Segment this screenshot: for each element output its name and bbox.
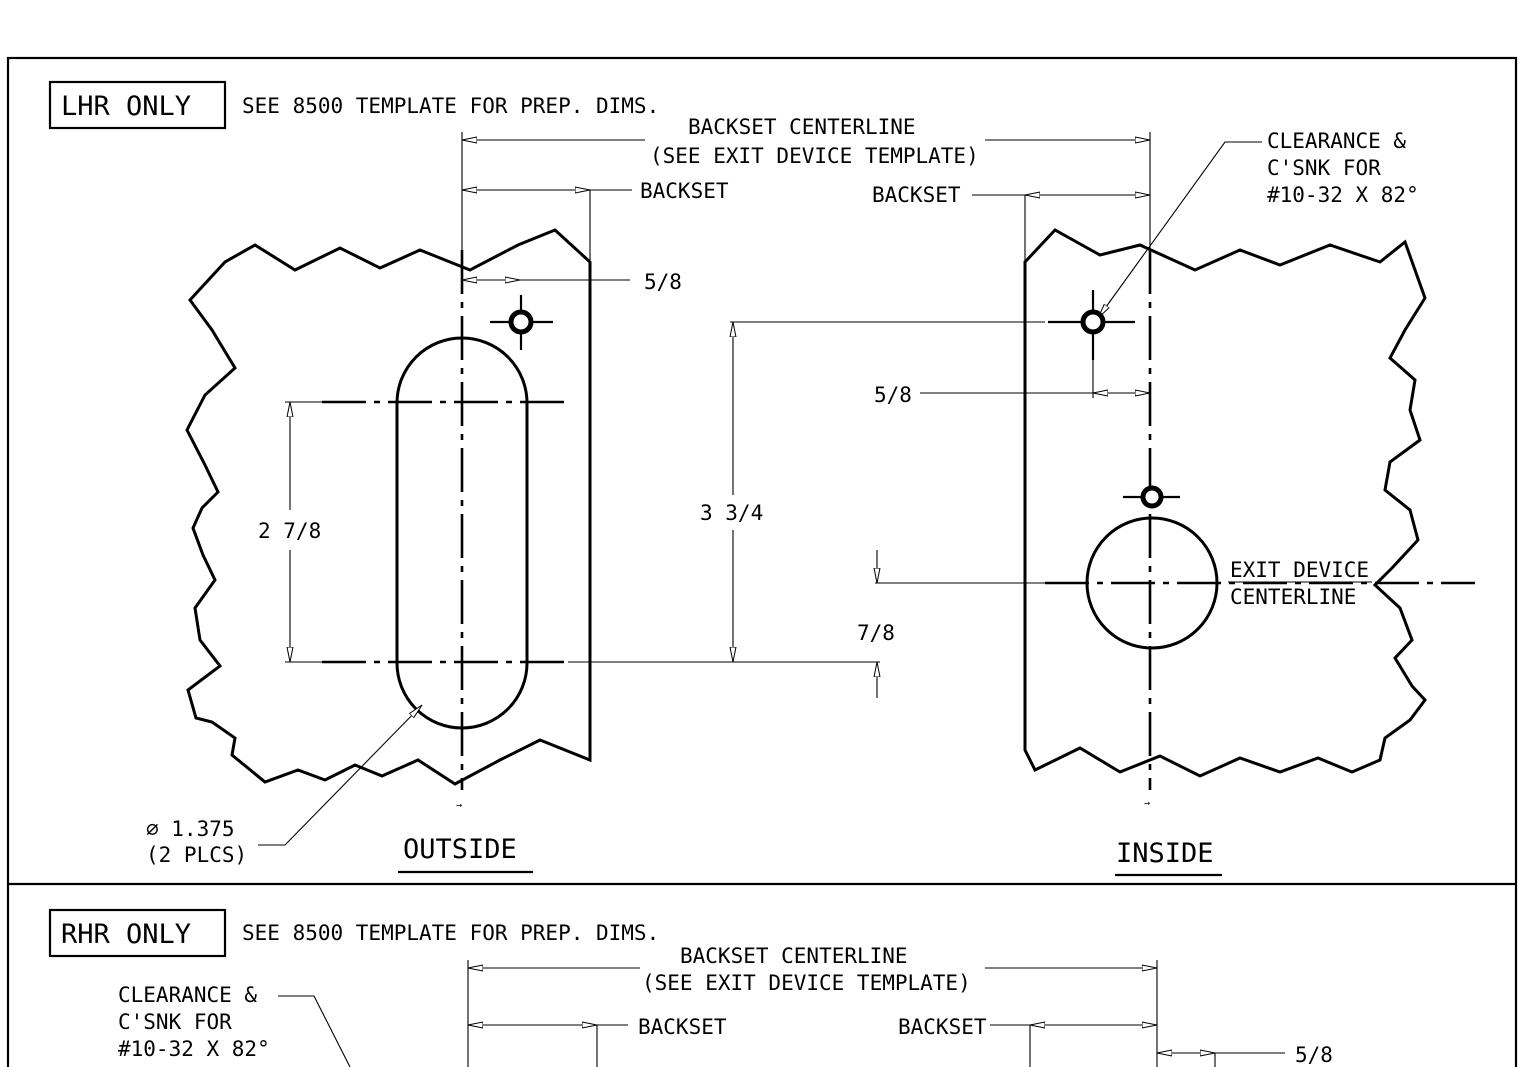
lhr-tag-box bbox=[48, 80, 227, 130]
outside-hole-icon bbox=[508, 309, 534, 335]
outside-centerline-mark: → bbox=[456, 800, 462, 811]
inside-hole-icon bbox=[1080, 309, 1106, 335]
inside-label: INSIDE bbox=[1116, 838, 1214, 869]
bottom-panel: RHR ONLY SEE 8500 TEMPLATE FOR PREP. DIM… bbox=[48, 908, 1333, 1067]
clearance-label-1: CLEARANCE & bbox=[1267, 129, 1406, 153]
exit-device-label-1: EXIT DEVICE bbox=[1230, 558, 1369, 582]
lhr-tag: LHR ONLY bbox=[61, 91, 191, 122]
bottom-centerline-label-2: (SEE EXIT DEVICE TEMPLATE) bbox=[642, 971, 971, 995]
dim-5-8-right: 5/8 bbox=[874, 383, 912, 407]
clearance-label-2: C'SNK FOR bbox=[1267, 156, 1381, 180]
dim-3-3-4: 3 3/4 bbox=[700, 501, 763, 525]
bottom-backset-right-label: BACKSET bbox=[898, 1015, 987, 1039]
outside-slot bbox=[395, 336, 529, 730]
inside-centerline-mark: → bbox=[1144, 798, 1150, 809]
dim-7-8: 7/8 bbox=[857, 621, 895, 645]
diameter-label: ⌀ 1.375 bbox=[146, 817, 235, 841]
top-note: SEE 8500 TEMPLATE FOR PREP. DIMS. bbox=[242, 94, 659, 118]
bottom-note: SEE 8500 TEMPLATE FOR PREP. DIMS. bbox=[242, 921, 659, 945]
top-panel: LHR ONLY SEE 8500 TEMPLATE FOR PREP. DIM… bbox=[48, 80, 1475, 877]
bottom-clearance-2: C'SNK FOR bbox=[118, 1010, 232, 1034]
clearance-label-3: #10-32 X 82° bbox=[1267, 183, 1419, 207]
inside-door-outline bbox=[1023, 228, 1427, 778]
exit-device-label-2: CENTERLINE bbox=[1230, 585, 1356, 609]
bottom-dim-5-8: 5/8 bbox=[1295, 1043, 1333, 1067]
bottom-centerline-label-1: BACKSET CENTERLINE bbox=[680, 944, 908, 968]
outside-label: OUTSIDE bbox=[403, 834, 517, 865]
bottom-clearance-1: CLEARANCE & bbox=[118, 983, 257, 1007]
outside-door-outline bbox=[185, 228, 592, 786]
backset-right-label: BACKSET bbox=[872, 183, 961, 207]
bottom-backset-left-label: BACKSET bbox=[638, 1015, 727, 1039]
diameter-leader bbox=[258, 705, 422, 846]
diameter-plcs: (2 PLCS) bbox=[146, 843, 247, 867]
dim-2-7-8: 2 7/8 bbox=[258, 519, 321, 543]
clearance-leader bbox=[1098, 141, 1262, 318]
rhr-tag-box bbox=[48, 908, 227, 958]
inside-small-hole-icon bbox=[1140, 485, 1164, 509]
backset-left-label: BACKSET bbox=[640, 179, 729, 203]
dim-5-8-left: 5/8 bbox=[644, 270, 682, 294]
bottom-clearance-3: #10-32 X 82° bbox=[118, 1037, 270, 1061]
centerline-label-1: BACKSET CENTERLINE bbox=[688, 115, 916, 139]
bottom-clearance-leader bbox=[278, 995, 351, 1067]
drawing-frame bbox=[6, 56, 1518, 1067]
rhr-tag: RHR ONLY bbox=[61, 919, 191, 950]
centerline-label-2: (SEE EXIT DEVICE TEMPLATE) bbox=[650, 144, 979, 168]
